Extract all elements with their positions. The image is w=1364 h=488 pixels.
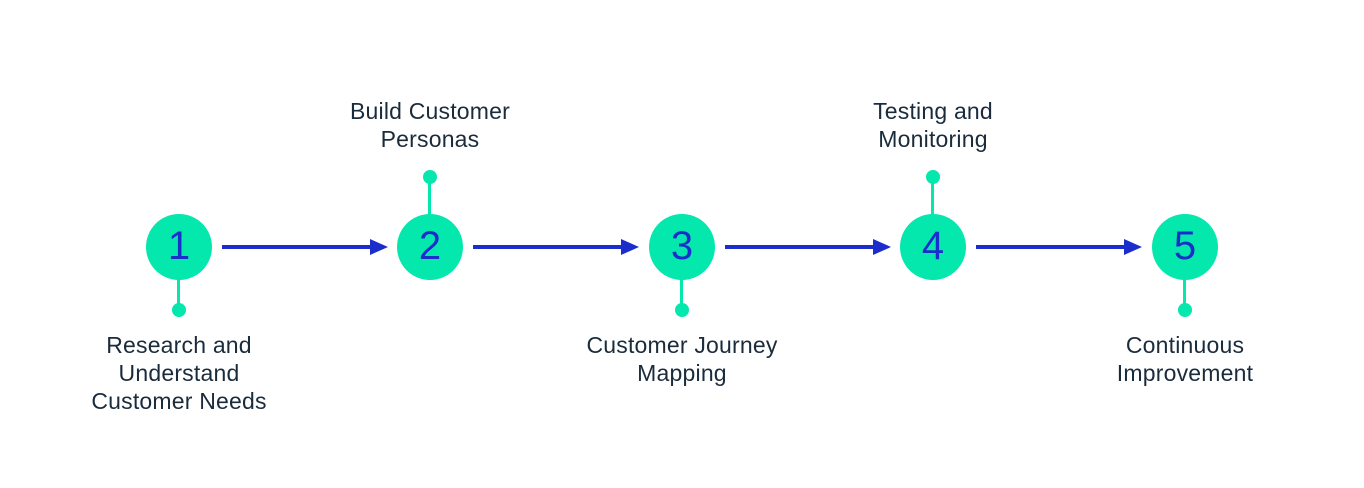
arrow-head-icon-3 <box>873 239 891 255</box>
arrow-shaft-4 <box>976 245 1124 249</box>
connector-stem-1 <box>177 279 180 305</box>
arrow-shaft-2 <box>473 245 621 249</box>
step-label-2: Build Customer Personas <box>349 98 511 152</box>
step-number-2: 2 <box>418 224 442 268</box>
connector-stem-5 <box>1183 279 1186 305</box>
connector-dot-2 <box>423 170 437 184</box>
step-circle-1: 1 <box>146 214 212 280</box>
step-circle-2: 2 <box>397 214 463 280</box>
connector-dot-5 <box>1178 303 1192 317</box>
connector-stem-4 <box>931 183 934 215</box>
connector-dot-3 <box>675 303 689 317</box>
connector-dot-1 <box>172 303 186 317</box>
step-number-3: 3 <box>670 224 694 268</box>
connector-dot-4 <box>926 170 940 184</box>
step-circle-3: 3 <box>649 214 715 280</box>
step-circle-5: 5 <box>1152 214 1218 280</box>
step-number-4: 4 <box>921 224 945 268</box>
step-label-5: Continuous Improvement <box>1116 332 1254 386</box>
step-label-4: Testing and Monitoring <box>873 98 993 152</box>
connector-stem-3 <box>680 279 683 305</box>
step-label-1: Research and Understand Customer Needs <box>91 332 267 414</box>
step-number-1: 1 <box>167 224 191 268</box>
arrow-shaft-3 <box>725 245 873 249</box>
arrow-head-icon-4 <box>1124 239 1142 255</box>
arrow-head-icon-2 <box>621 239 639 255</box>
step-label-3: Customer Journey Mapping <box>586 332 778 386</box>
connector-stem-2 <box>428 183 431 215</box>
step-number-5: 5 <box>1173 224 1197 268</box>
arrow-shaft-1 <box>222 245 370 249</box>
arrow-head-icon-1 <box>370 239 388 255</box>
step-circle-4: 4 <box>900 214 966 280</box>
